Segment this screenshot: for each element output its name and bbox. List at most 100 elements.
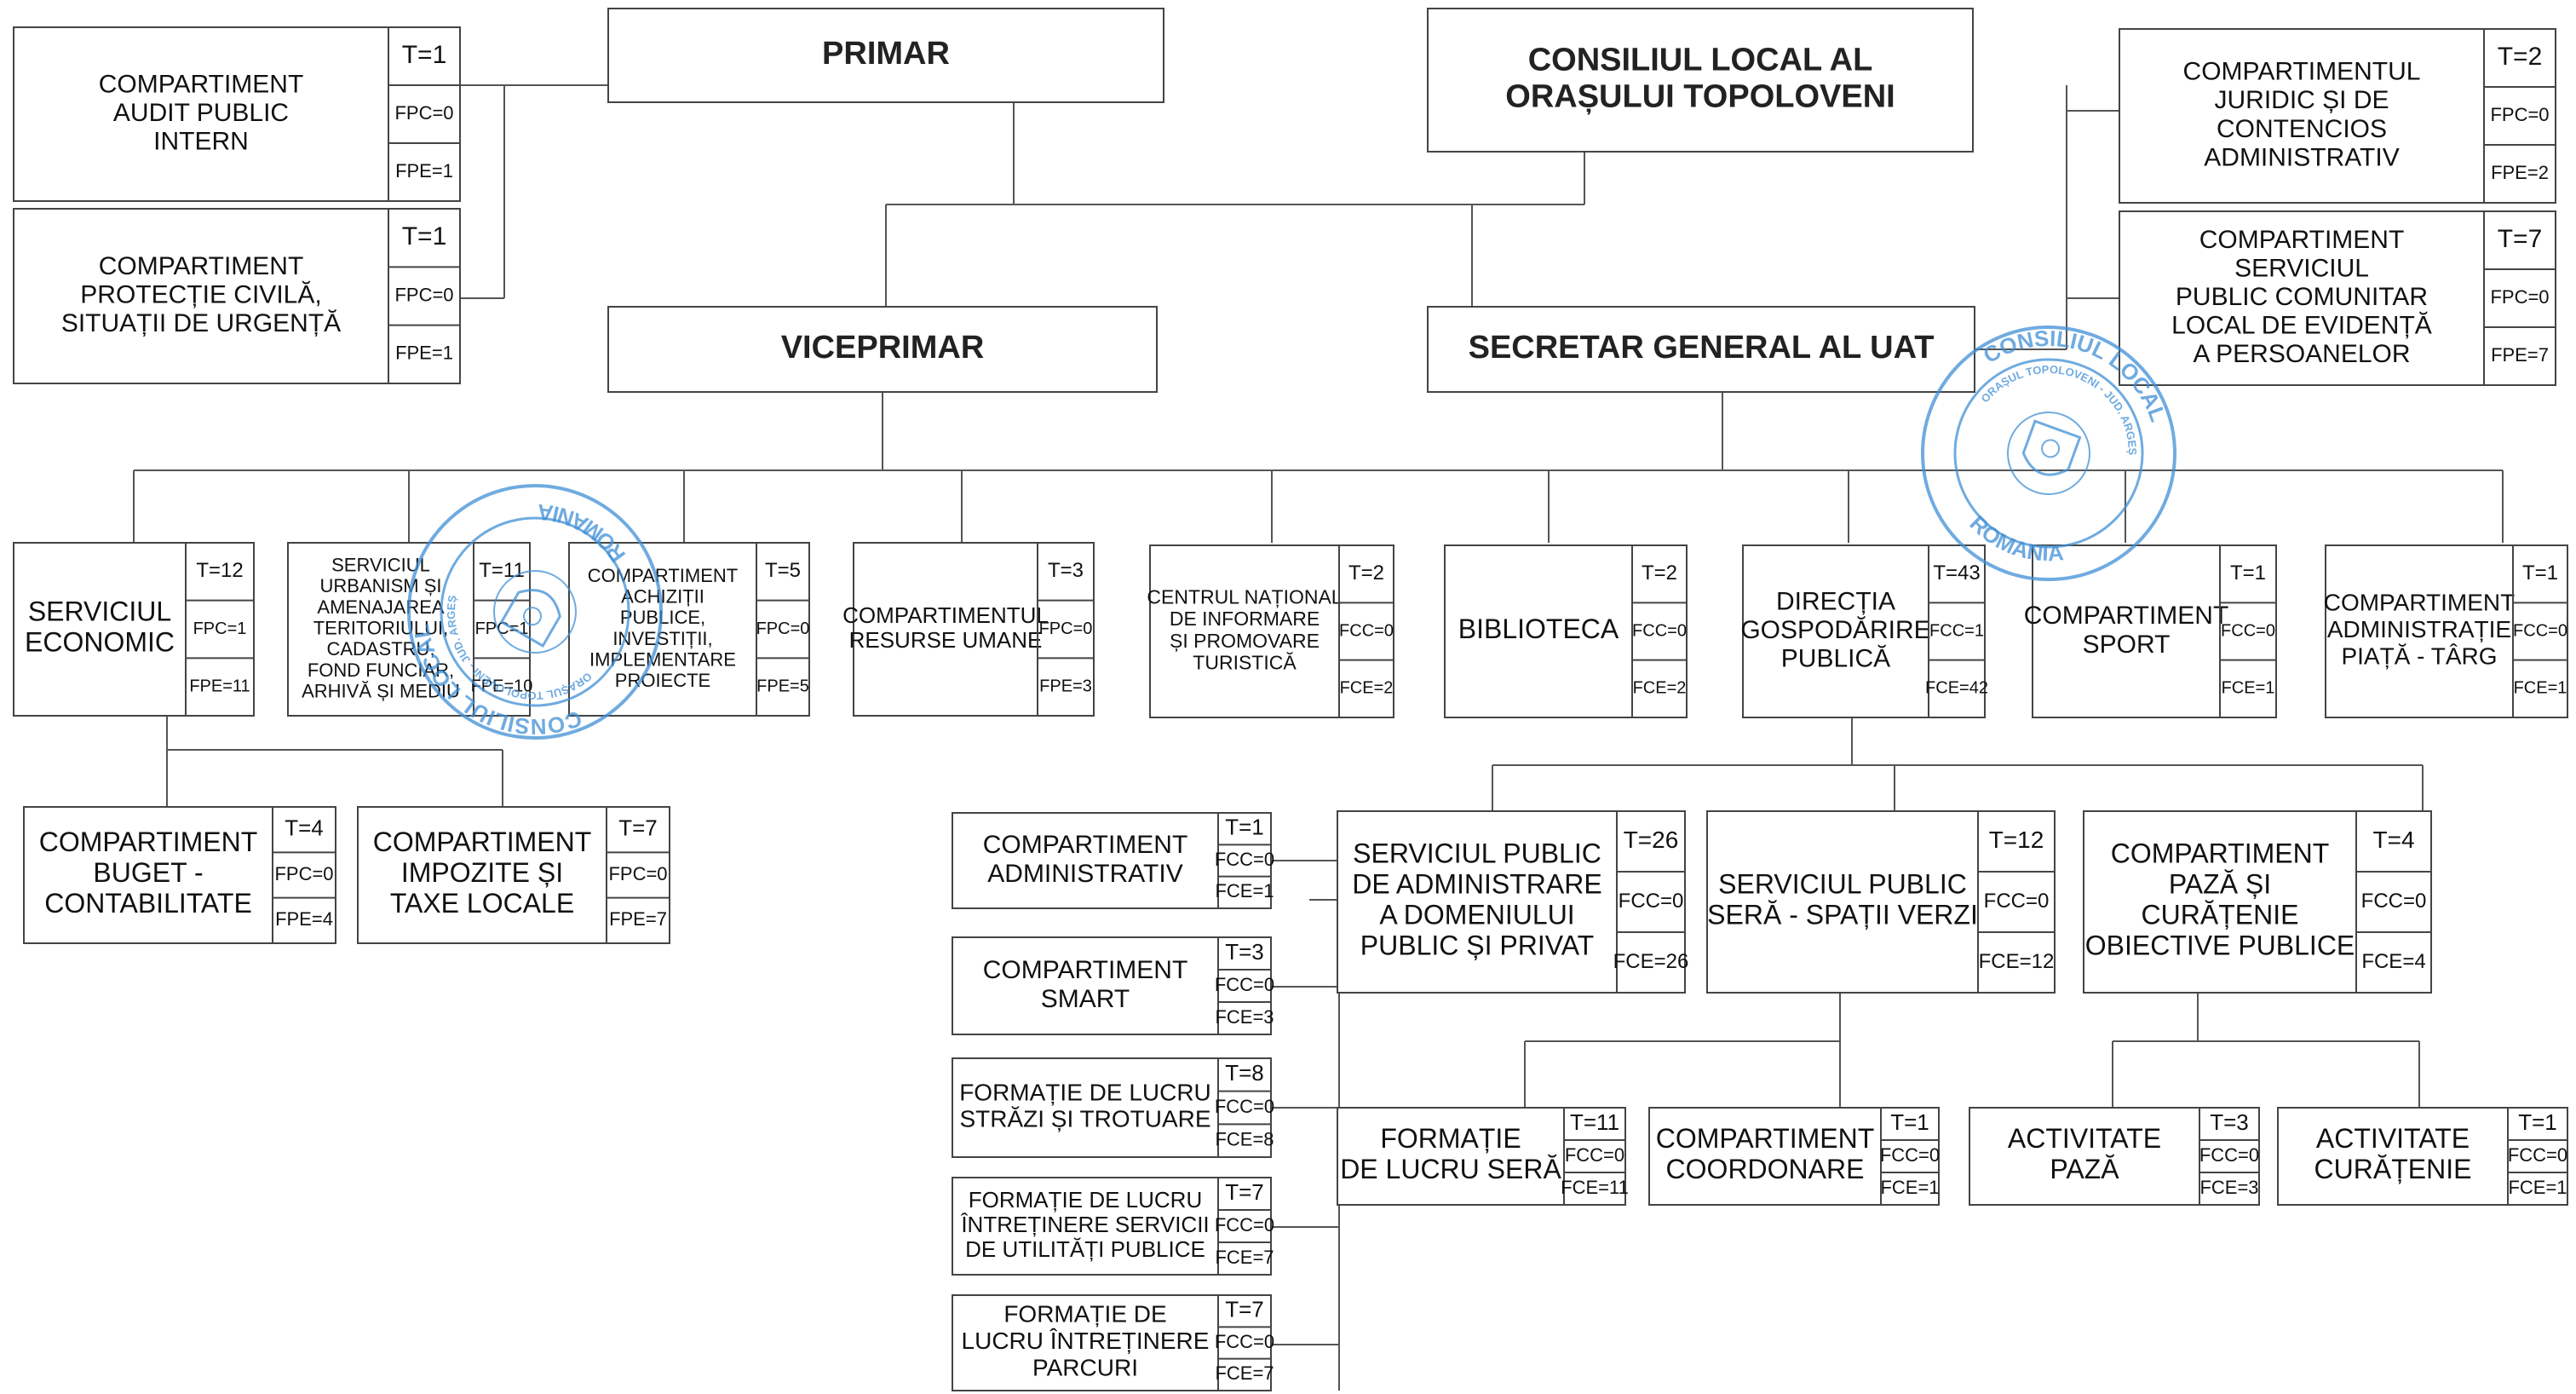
- unit-stat-management-positions: FCC=0: [1215, 1214, 1274, 1236]
- unit-stat-total-positions: T=12: [1989, 827, 2044, 853]
- unit-frame: [1427, 8, 1974, 153]
- unit-frame: [2325, 544, 2568, 718]
- unit-stat-execution-positions: FPE=2: [2491, 162, 2549, 183]
- unit-stat-execution-positions: FCE=2: [1633, 679, 1687, 698]
- unit-stat-execution-positions: FPE=5: [756, 677, 809, 695]
- unit-stat-execution-positions: FPE=7: [2491, 344, 2549, 366]
- unit-stat-execution-positions: FCE=4: [2361, 950, 2425, 973]
- unit-stat-total-positions: T=3: [2210, 1109, 2249, 1135]
- unit-stat-execution-positions: FPE=3: [1039, 677, 1092, 695]
- unit-stat-total-positions: T=3: [1048, 559, 1084, 582]
- coat-of-arms-icon: [2021, 419, 2082, 476]
- unit-stat-total-positions: T=7: [1225, 1297, 1264, 1322]
- unit-stat-execution-positions: FCE=1: [2508, 1177, 2567, 1198]
- unit-stat-total-positions: T=1: [2522, 562, 2558, 585]
- unit-frame: [1337, 1107, 1626, 1206]
- unit-frame: [1742, 544, 1986, 718]
- unit-stat-total-positions: T=4: [2372, 827, 2414, 853]
- unit-stat-execution-positions: FPE=1: [395, 160, 453, 181]
- unit-stat-execution-positions: FCE=8: [1215, 1128, 1274, 1149]
- unit-stat-total-positions: T=2: [2498, 43, 2543, 71]
- unit-stat-total-positions: T=1: [1225, 815, 1264, 840]
- unit-stat-management-positions: FCC=0: [2513, 621, 2567, 640]
- unit-label: BIBLIOTECA: [1458, 613, 1619, 644]
- unit-frame: [2277, 1107, 2568, 1206]
- unit-frame: [13, 542, 255, 717]
- unit-stat-management-positions: FCC=0: [1215, 849, 1274, 870]
- unit-stat-management-positions: FCC=0: [1984, 890, 2050, 913]
- unit-frame: [13, 26, 461, 202]
- unit-stat-execution-positions: FCE=1: [1880, 1177, 1939, 1198]
- unit-frame: [607, 306, 1158, 393]
- unit-frame: [357, 806, 670, 944]
- coat-of-arms-icon: [499, 589, 561, 648]
- unit-frame: [607, 8, 1164, 103]
- unit-stat-total-positions: T=1: [2230, 562, 2266, 585]
- unit-frame: [853, 542, 1095, 717]
- unit-stat-management-positions: FCC=0: [1565, 1144, 1624, 1166]
- unit-stat-execution-positions: FCE=1: [2222, 679, 2275, 698]
- unit-frame: [1706, 810, 2056, 994]
- unit-stat-execution-positions: FCE=7: [1215, 1247, 1274, 1268]
- unit-stat-execution-positions: FCE=26: [1613, 950, 1689, 973]
- unit-stat-management-positions: FPC=0: [394, 284, 453, 305]
- unit-frame: [1969, 1107, 2260, 1206]
- unit-stat-management-positions: FCC=0: [1619, 890, 1684, 913]
- unit-stat-total-positions: T=43: [1933, 562, 1980, 585]
- unit-stat-execution-positions: FCE=2: [1340, 679, 1394, 698]
- unit-stat-management-positions: FPC=0: [2490, 104, 2549, 125]
- unit-frame: [1149, 544, 1394, 718]
- unit-stat-execution-positions: FCE=7: [1215, 1362, 1274, 1384]
- unit-stat-execution-positions: FPE=1: [395, 343, 453, 364]
- unit-frame: [2119, 210, 2556, 386]
- unit-stat-management-positions: FPC=0: [394, 102, 453, 124]
- unit-stat-total-positions: T=5: [765, 559, 801, 582]
- unit-frame: [2083, 810, 2432, 994]
- unit-frame: [1648, 1107, 1940, 1206]
- unit-stat-management-positions: FCC=0: [1632, 621, 1687, 640]
- unit-stat-execution-positions: FCE=12: [1979, 950, 2055, 973]
- unit-stat-management-positions: FCC=0: [1880, 1144, 1940, 1166]
- unit-stat-total-positions: T=3: [1225, 939, 1264, 965]
- unit-stat-total-positions: T=1: [402, 222, 447, 251]
- unit-stat-execution-positions: FCE=11: [1561, 1177, 1629, 1198]
- unit-stat-execution-positions: FCE=42: [1925, 679, 1988, 698]
- unit-stat-execution-positions: FCE=1: [2514, 679, 2567, 698]
